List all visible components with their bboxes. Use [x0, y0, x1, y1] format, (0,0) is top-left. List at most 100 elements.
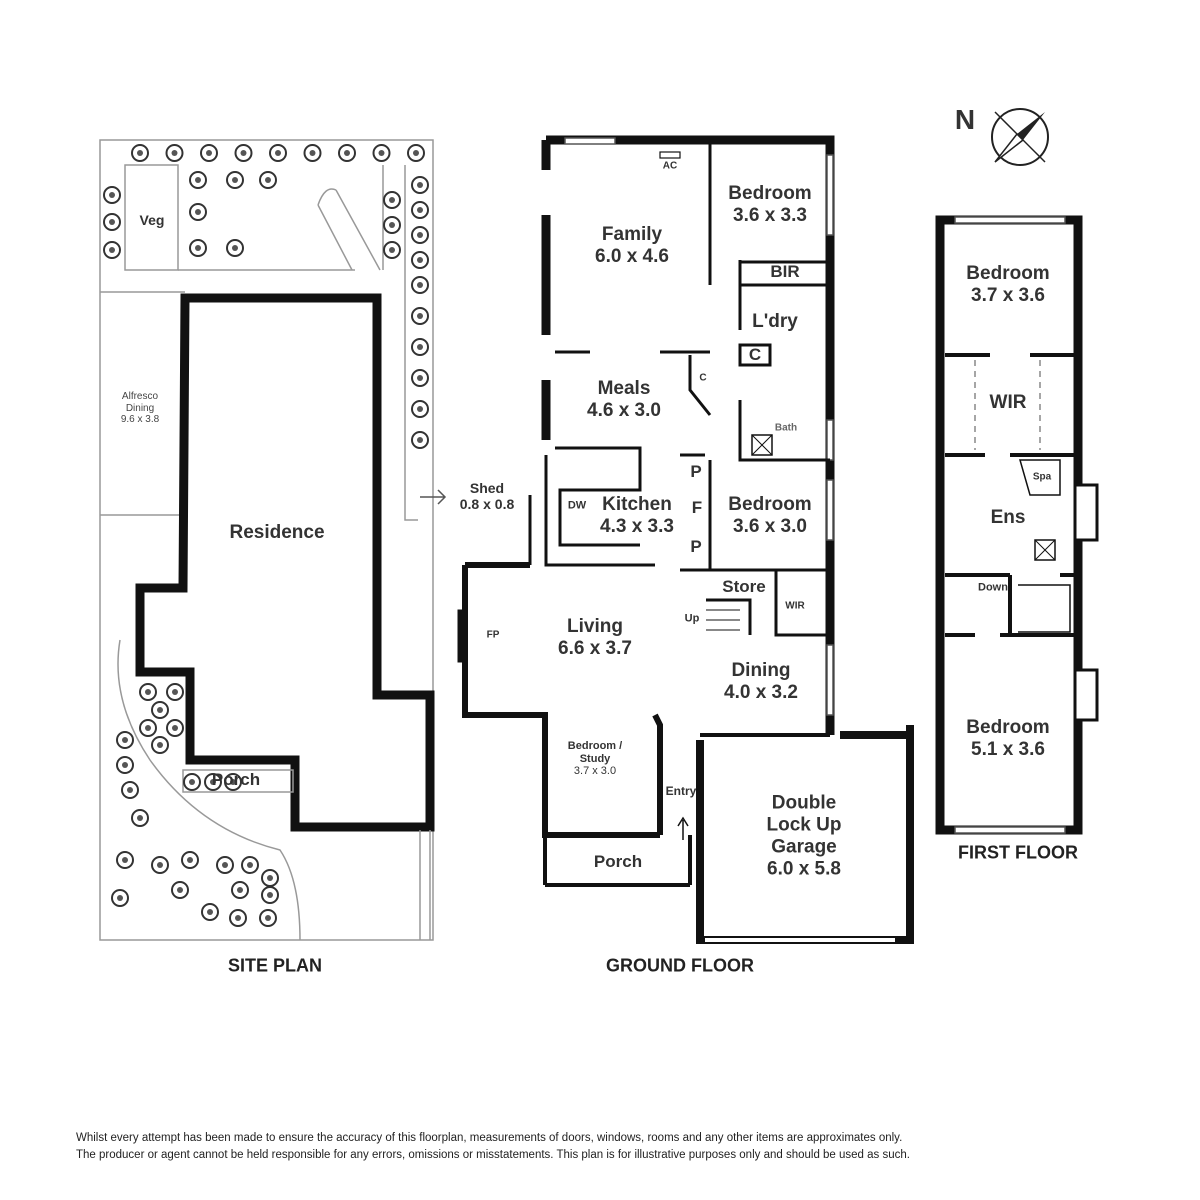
- shrub-center: [309, 150, 316, 156]
- shrub-center: [240, 150, 247, 156]
- ground-floor-title: GROUND FLOOR: [606, 955, 754, 976]
- disclaimer-line-1: Whilst every attempt has been made to en…: [76, 1132, 903, 1144]
- shrub-center: [137, 150, 143, 156]
- shrub-center: [265, 915, 271, 921]
- fixture-fireplace: FP: [486, 629, 500, 641]
- site-porch-label: Porch: [211, 770, 261, 790]
- shrub-center: [187, 857, 193, 863]
- shrub-center: [109, 219, 115, 225]
- shrub-center: [417, 232, 423, 238]
- shrub-center: [206, 150, 212, 156]
- stairs-down-label: Down: [978, 581, 1008, 594]
- shrub-center: [389, 247, 395, 253]
- shrub-center: [195, 209, 201, 215]
- first-floor-plan: [935, 215, 1099, 835]
- shrub-center: [230, 779, 236, 785]
- fixture-bath: Bath: [774, 422, 798, 434]
- shrub-center: [378, 150, 385, 156]
- shrub-center: [389, 222, 395, 228]
- shrub-center: [232, 177, 238, 183]
- shrub-center: [172, 725, 178, 731]
- shrub-center: [177, 887, 183, 893]
- fixture-laundry: L'dry: [752, 311, 798, 333]
- shrub-center: [417, 437, 423, 443]
- shrub-center: [171, 150, 178, 156]
- north-label: N: [954, 103, 976, 135]
- shrub-center: [195, 177, 201, 183]
- shrub-center: [157, 707, 163, 713]
- shrub-center: [417, 282, 423, 288]
- shrub-center: [275, 150, 281, 156]
- shrub-center: [267, 875, 273, 881]
- shrub-center: [189, 779, 195, 785]
- entry-label: Entry: [665, 784, 697, 799]
- fixture-store: Store: [722, 577, 766, 597]
- disclaimer: Whilst every attempt has been made to en…: [76, 1130, 1176, 1164]
- shrub-center: [137, 815, 143, 821]
- fixture-ac: AC: [662, 160, 678, 172]
- residence-outline: [135, 293, 435, 832]
- shrub-center: [344, 150, 350, 156]
- shrub-center: [232, 245, 238, 251]
- shrub-center: [157, 742, 163, 748]
- shrub-center: [389, 197, 395, 203]
- first-floor-title: FIRST FLOOR: [958, 842, 1078, 863]
- site-plan: [99, 139, 435, 941]
- shrub-center: [109, 192, 115, 198]
- shrub-center: [122, 737, 128, 743]
- shrub-center: [122, 762, 128, 768]
- shrub-center: [247, 862, 253, 868]
- fixture-cupboard-2: C: [699, 372, 707, 384]
- shrub-center: [417, 182, 423, 188]
- fixture-bir: BIR: [770, 262, 800, 282]
- compass-rose-icon: [991, 108, 1049, 166]
- site-plan-title: SITE PLAN: [227, 955, 323, 976]
- fixture-pantry-1: P: [690, 462, 702, 482]
- shrub-center: [413, 150, 419, 156]
- shrub-center: [417, 257, 423, 263]
- shrub-center: [417, 406, 423, 412]
- shrub-center: [417, 313, 423, 319]
- disclaimer-line-2: The producer or agent cannot be held res…: [76, 1149, 910, 1161]
- fixture-pantry-2: P: [690, 537, 702, 557]
- shrub-center: [122, 857, 128, 863]
- fixture-fridge: F: [691, 498, 703, 518]
- fixture-wir: WIR: [785, 600, 805, 612]
- shrub-center: [235, 915, 241, 921]
- shrub-center: [145, 725, 151, 731]
- stairs-up-label: Up: [684, 612, 700, 625]
- site-trees: [103, 144, 429, 927]
- ff-room-ensuite: Ens: [990, 507, 1026, 529]
- shrub-center: [267, 892, 273, 898]
- shrub-center: [417, 207, 423, 213]
- shrub-center: [127, 787, 133, 793]
- shrub-center: [265, 177, 271, 183]
- ground-floor-plan: [420, 135, 914, 944]
- ff-fixture-spa: Spa: [1032, 471, 1052, 483]
- shrub-center: [417, 344, 423, 350]
- fixture-cupboard: C: [748, 345, 762, 365]
- shrub-center: [237, 887, 243, 893]
- fixture-dishwasher: DW: [567, 499, 587, 512]
- shrub-center: [172, 689, 178, 695]
- shrub-center: [109, 247, 115, 253]
- shrub-center: [210, 779, 216, 785]
- shrub-center: [195, 245, 201, 251]
- shrub-center: [222, 862, 228, 868]
- ff-room-wir: WIR: [989, 392, 1027, 414]
- site-veg-label: Veg: [139, 211, 165, 228]
